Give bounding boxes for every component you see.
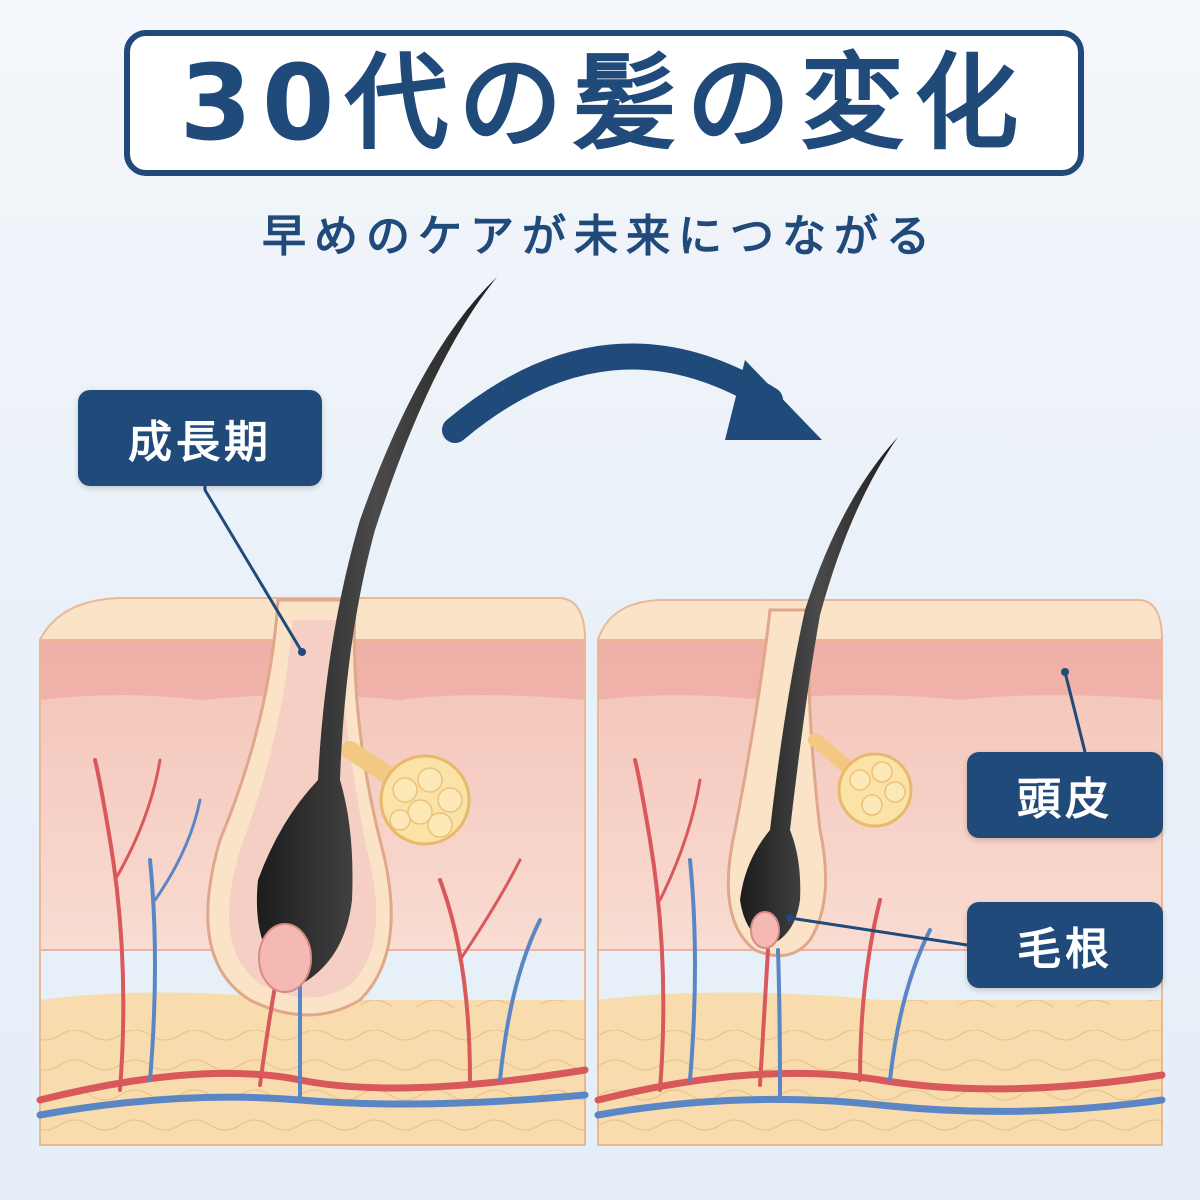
- label-hair-root: 毛根: [967, 902, 1163, 988]
- page-title: 30代の髪の変化: [179, 42, 1029, 164]
- hair-thick: [256, 277, 497, 993]
- sebaceous-gland-left: [379, 754, 471, 846]
- label-growth-phase: 成長期: [78, 390, 322, 486]
- skin-block-left: [36, 277, 589, 1146]
- blood-vessels-left: [36, 758, 589, 1119]
- sebaceous-gland-right: [837, 752, 913, 828]
- blood-vessels-right: [594, 758, 1166, 1119]
- leader-lines: [203, 486, 1087, 947]
- title-box: 30代の髪の変化: [124, 30, 1084, 176]
- hair-thin: [740, 437, 898, 949]
- curved-arrow-right-icon: [442, 343, 822, 443]
- label-scalp: 頭皮: [967, 752, 1163, 838]
- page-subtitle: 早めのケアが未来につながる: [262, 211, 938, 262]
